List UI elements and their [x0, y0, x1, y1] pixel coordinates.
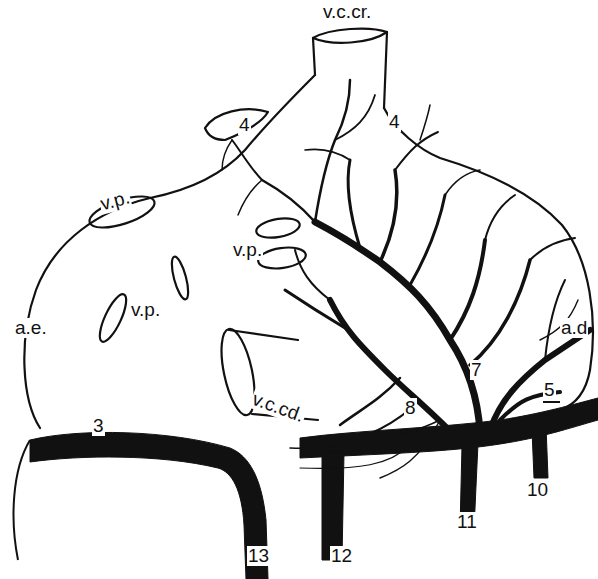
callout-number: 5	[543, 380, 556, 400]
callout-number: 13	[247, 546, 270, 566]
vessel-label: v.p.	[130, 300, 161, 320]
callout-number: 7	[470, 360, 483, 380]
callout-number: 3	[92, 416, 105, 436]
callout-number: 4	[388, 112, 401, 132]
vessel-label: v.c.cd.	[249, 389, 308, 427]
callout-number: 8	[404, 398, 417, 418]
callout-number: 4	[238, 115, 251, 135]
callout-number: 12	[330, 546, 353, 566]
region-label: a.e.	[14, 318, 48, 338]
callout-number: 10	[526, 480, 549, 500]
region-label: a.d	[560, 318, 588, 338]
vessel-label: v.p.	[232, 240, 263, 260]
vessel-label: v.c.cr.	[322, 2, 372, 22]
callout-number: 11	[456, 512, 478, 532]
vessel-label: v.p.	[97, 187, 132, 214]
